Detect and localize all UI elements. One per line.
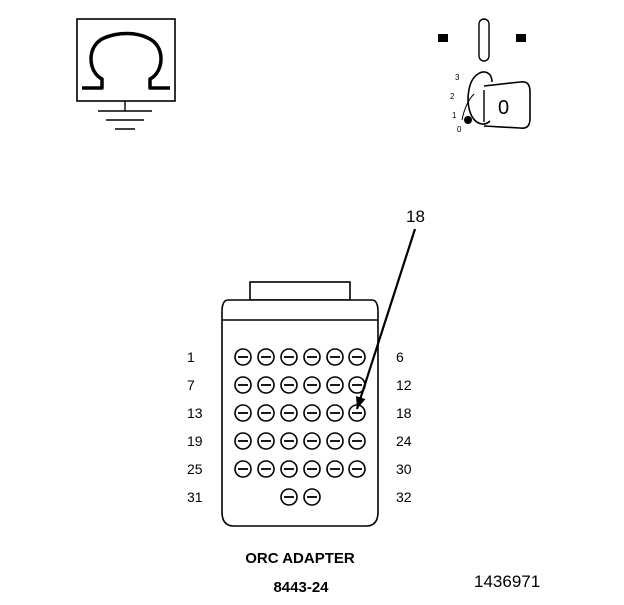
connector-pin [326, 348, 344, 366]
pin-grid [234, 348, 366, 506]
connector-pin [303, 488, 321, 506]
key-position-marker [464, 116, 472, 124]
row-end-pin-label: 32 [396, 489, 412, 505]
connector-pin [234, 376, 252, 394]
ohmmeter-box [76, 18, 176, 102]
caption-title: ORC ADAPTER [245, 550, 355, 567]
connector-pin [280, 488, 298, 506]
connector-pin [234, 404, 252, 422]
row-end-pin-label: 18 [396, 405, 412, 421]
row-end-pin-label: 12 [396, 377, 412, 393]
connector-pin [326, 376, 344, 394]
connector-pin [257, 348, 275, 366]
connector-pin [348, 404, 366, 422]
connector-pin [280, 404, 298, 422]
connector-pin [303, 432, 321, 450]
connector-pin [257, 376, 275, 394]
key-position-0: 0 [457, 125, 462, 134]
connector-pin [303, 460, 321, 478]
connector-pin [348, 348, 366, 366]
row-start-pin-label: 7 [187, 377, 195, 393]
connector-pin [234, 460, 252, 478]
connector-pin [280, 376, 298, 394]
connector-pin [234, 348, 252, 366]
callout-label: 18 [406, 207, 425, 226]
key-position-1: 1 [452, 111, 457, 120]
connector-latch [249, 281, 351, 301]
ignition-key-icon: 0 3 2 1 0 [438, 18, 531, 134]
key-blade [483, 81, 531, 129]
pin-callout: 18 [355, 207, 425, 410]
connector-pin [303, 404, 321, 422]
omega-glyph [82, 31, 170, 90]
row-start-pin-label: 19 [187, 433, 203, 449]
connector-pin [280, 432, 298, 450]
key-slot-left [438, 34, 448, 42]
key-slot-center [478, 18, 490, 62]
connector-pin [234, 432, 252, 450]
key-slot-right [516, 34, 526, 42]
row-end-pin-label: 24 [396, 433, 412, 449]
connector-pin [280, 348, 298, 366]
connector-pin [326, 404, 344, 422]
callout-arrowhead [355, 396, 366, 409]
connector-pin [303, 348, 321, 366]
connector-pin [348, 460, 366, 478]
key-label: 0 [498, 97, 509, 119]
row-start-pin-label: 13 [187, 405, 203, 421]
key-position-3: 3 [455, 73, 460, 82]
connector-pin [303, 376, 321, 394]
row-start-pin-label: 25 [187, 461, 203, 477]
row-start-pin-label: 31 [187, 489, 203, 505]
callout-leader-line [355, 228, 417, 410]
connector-pin [348, 432, 366, 450]
figure-id: 1436971 [474, 572, 540, 591]
connector-pin [326, 460, 344, 478]
orc-adapter-connector: 1 6 7 12 13 18 19 24 25 30 31 32 [187, 281, 412, 527]
connector-pin [257, 432, 275, 450]
key-position-dial [461, 93, 475, 121]
caption-part-number: 8443-24 [273, 579, 329, 596]
row-start-pin-label: 1 [187, 349, 195, 365]
key-head [467, 71, 493, 125]
row-end-pin-label: 6 [396, 349, 404, 365]
connector-pin [280, 460, 298, 478]
row-end-pin-label: 30 [396, 461, 412, 477]
connector-pin [326, 432, 344, 450]
ohmmeter-icon [76, 18, 176, 130]
pin-row-labels: 1 6 7 12 13 18 19 24 25 30 31 32 [187, 349, 412, 505]
key-position-2: 2 [450, 92, 455, 101]
connector-pin [257, 460, 275, 478]
connector-pin [257, 404, 275, 422]
